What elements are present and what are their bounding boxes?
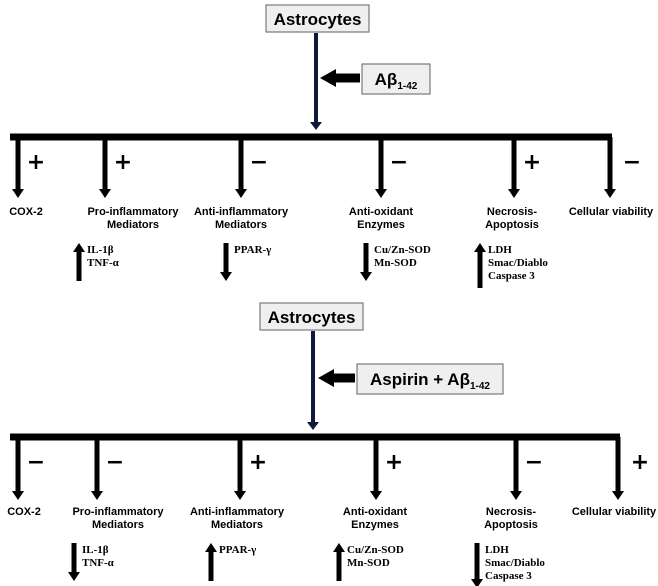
change-down-arrow-head bbox=[471, 579, 483, 586]
effect-sign: − bbox=[250, 150, 268, 175]
branch-arrow-head bbox=[604, 189, 616, 198]
outcome-label: Enzymes bbox=[357, 219, 405, 231]
branch-arrow-head bbox=[12, 189, 24, 198]
effect-sign: + bbox=[27, 150, 45, 175]
marker-label: Mn-SOD bbox=[347, 557, 390, 569]
panel-1: AstrocytesAβ1-42+COX-2+Pro-inflammatoryM… bbox=[9, 4, 654, 288]
outcome-6: − Cellular viability bbox=[569, 137, 654, 218]
change-down-arrow-head bbox=[220, 272, 232, 281]
branch-arrow-head bbox=[12, 491, 24, 500]
treatment-subscript: 1-42 bbox=[470, 381, 490, 392]
marker-label: Cu/Zn-SOD bbox=[374, 244, 431, 256]
outcome-5: + Necrosis-ApoptosisLDHSmac/DiabloCaspase… bbox=[474, 137, 548, 288]
treatment-main: Aspirin + Aβ bbox=[370, 370, 470, 389]
cell-type-box bbox=[265, 4, 370, 33]
branch-arrow-head bbox=[508, 189, 520, 198]
branch-arrow-head bbox=[612, 491, 624, 500]
treatment-label: Aβ1-42 bbox=[375, 70, 418, 92]
marker-label: PPAR-γ bbox=[234, 244, 271, 256]
outcome-label: Cellular viability bbox=[569, 206, 654, 218]
outcome-label: Pro-inflammatory bbox=[72, 506, 164, 518]
effect-sign: − bbox=[390, 150, 408, 175]
treatment-arrowhead bbox=[320, 69, 336, 87]
marker-label: Smac/Diablo bbox=[485, 557, 545, 569]
outcome-6: + Cellular viability bbox=[572, 437, 657, 518]
marker-label: LDH bbox=[485, 544, 509, 556]
effect-sign: + bbox=[631, 450, 649, 475]
branch-arrow-head bbox=[99, 189, 111, 198]
effect-sign: + bbox=[114, 150, 132, 175]
marker-label: IL-1β bbox=[82, 544, 109, 556]
effect-sign: + bbox=[523, 150, 541, 175]
change-down-arrow-head bbox=[360, 272, 372, 281]
marker-label: Caspase 3 bbox=[485, 570, 532, 582]
effect-sign: − bbox=[106, 450, 124, 475]
change-down-arrow-head bbox=[68, 572, 80, 581]
effect-sign: + bbox=[249, 450, 267, 475]
marker-label: TNF-α bbox=[82, 557, 115, 569]
outcome-label: Anti-inflammatory bbox=[190, 506, 285, 518]
outcome-label: Anti-oxidant bbox=[349, 206, 413, 218]
outcome-label: Apoptosis bbox=[485, 219, 539, 231]
branch-arrow-head bbox=[234, 491, 246, 500]
branch-arrow-head bbox=[235, 189, 247, 198]
change-up-arrow-head bbox=[333, 543, 345, 552]
outcome-5: − Necrosis-ApoptosisLDHSmac/DiabloCaspase… bbox=[471, 437, 545, 586]
effect-sign: − bbox=[623, 150, 641, 175]
outcome-label: Necrosis- bbox=[487, 206, 537, 218]
outcome-label: Mediators bbox=[215, 219, 267, 231]
marker-label: PPAR-γ bbox=[219, 544, 256, 556]
outcome-label: Apoptosis bbox=[484, 519, 538, 531]
marker-label: Cu/Zn-SOD bbox=[347, 544, 404, 556]
marker-label: LDH bbox=[488, 244, 512, 256]
branch-arrow-head bbox=[375, 189, 387, 198]
effect-sign: − bbox=[525, 450, 543, 475]
treatment-box bbox=[356, 363, 504, 395]
branch-arrow-head bbox=[91, 491, 103, 500]
outcome-label: Mediators bbox=[211, 519, 263, 531]
change-up-arrow-head bbox=[73, 243, 85, 252]
outcome-label: Enzymes bbox=[351, 519, 399, 531]
outcome-label: Necrosis- bbox=[486, 506, 536, 518]
treatment-box bbox=[361, 63, 431, 95]
trunk-arrowhead bbox=[307, 422, 319, 430]
outcome-1: − COX-2 bbox=[7, 437, 45, 518]
outcome-label: Mediators bbox=[107, 219, 159, 231]
treatment-subscript: 1-42 bbox=[397, 81, 417, 92]
cell-type-label: Astrocytes bbox=[268, 308, 356, 327]
effect-sign: − bbox=[27, 450, 45, 475]
outcome-label: Anti-oxidant bbox=[343, 506, 407, 518]
treatment-label: Aspirin + Aβ1-42 bbox=[370, 370, 490, 392]
treatment-main: Aβ bbox=[375, 70, 398, 89]
outcome-label: Anti-inflammatory bbox=[194, 206, 289, 218]
branch-arrow-head bbox=[370, 491, 382, 500]
outcome-label: Pro-inflammatory bbox=[87, 206, 179, 218]
outcome-label: Cellular viability bbox=[572, 506, 657, 518]
outcome-1: + COX-2 bbox=[9, 137, 45, 218]
marker-label: IL-1β bbox=[87, 244, 114, 256]
cell-type-box bbox=[259, 302, 364, 331]
treatment-arrowhead bbox=[318, 369, 334, 387]
marker-label: Smac/Diablo bbox=[488, 257, 548, 269]
trunk-arrowhead bbox=[310, 122, 322, 130]
cell-type-label: Astrocytes bbox=[274, 10, 362, 29]
effect-sign: + bbox=[385, 450, 403, 475]
branch-arrow-head bbox=[510, 491, 522, 500]
marker-label: Mn-SOD bbox=[374, 257, 417, 269]
change-up-arrow-head bbox=[205, 543, 217, 552]
outcome-label: COX-2 bbox=[7, 506, 41, 518]
marker-label: TNF-α bbox=[87, 257, 120, 269]
marker-label: Caspase 3 bbox=[488, 270, 535, 282]
outcome-label: COX-2 bbox=[9, 206, 43, 218]
outcome-label: Mediators bbox=[92, 519, 144, 531]
change-up-arrow-head bbox=[474, 243, 486, 252]
